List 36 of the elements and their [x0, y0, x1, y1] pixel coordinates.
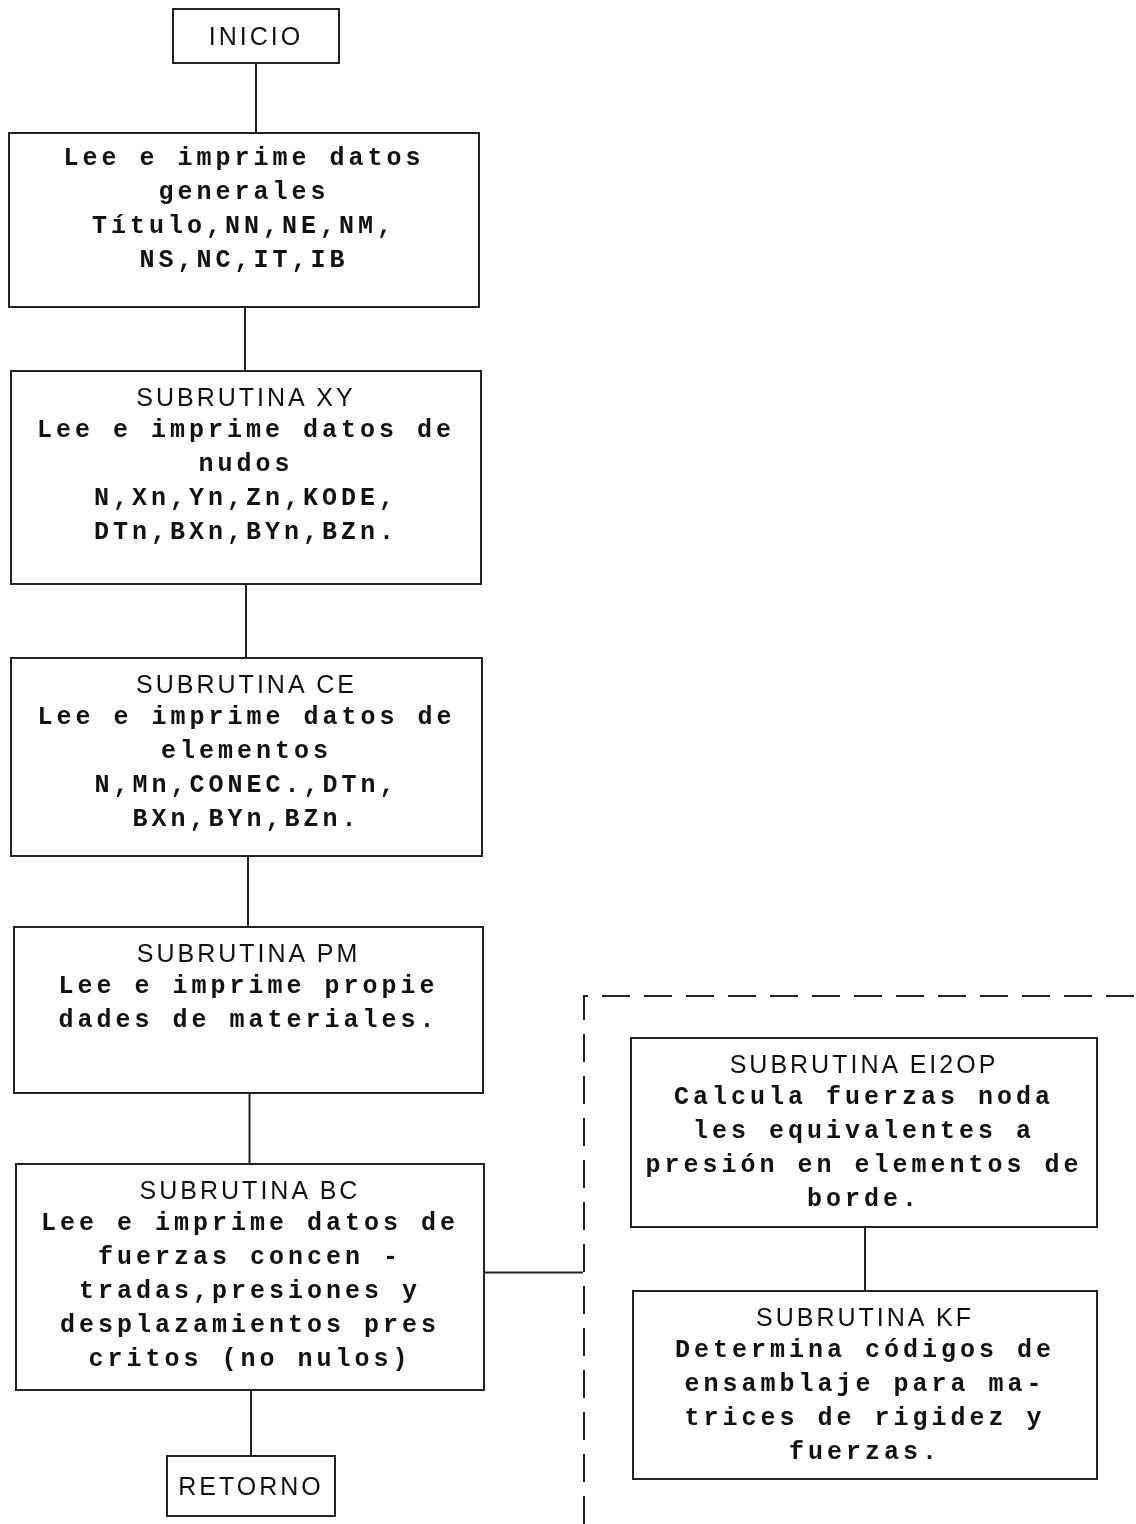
terminal-box — [172, 8, 340, 64]
connector-line — [484, 1271, 584, 1274]
terminal-label: RETORNO — [178, 1471, 324, 1502]
box-text: Lee e imprime datos de elementos — [36, 702, 457, 768]
connector-line — [248, 1093, 251, 1164]
process-box — [10, 657, 483, 857]
box-text: SUBRUTINA PM — [136, 938, 361, 969]
connector-line — [245, 584, 247, 658]
box-text: N,Xn,Yn,Zn,KODE, DTn,BXn,BYn,BZn. — [92, 483, 399, 549]
box-text: Lee e imprime propie dades de materiales. — [57, 971, 440, 1037]
box-text: SUBRUTINA XY — [136, 382, 356, 413]
process-box — [630, 1037, 1098, 1228]
connector-line — [244, 307, 246, 371]
box-text: Lee e imprime datos de fuerzas concen - tradas,presiones y desplazamientos pres critos (no nulos) — [39, 1208, 461, 1376]
process-box — [13, 926, 484, 1094]
connector-line — [864, 1227, 866, 1291]
box-text: N,Mn,CONEC.,DTn, BXn,BYn,BZn. — [93, 770, 400, 836]
box-text: Lee e imprime datos de nudos — [35, 415, 457, 481]
process-box — [10, 370, 482, 585]
box-text: Título,NN,NE,NM, NS,NC,IT,IB — [90, 211, 397, 277]
box-text: SUBRUTINA BC — [139, 1175, 361, 1206]
box-text: Determina códigos de ensamblaje para ma- trices de rigidez y fuerzas. — [673, 1335, 1057, 1469]
process-box — [15, 1163, 485, 1391]
box-text: SUBRUTINA CE — [136, 669, 357, 700]
connector-line — [250, 1390, 252, 1456]
box-text: Calcula fuerzas noda les equivalentes a presión en elementos de borde. — [644, 1082, 1084, 1216]
box-text: SUBRUTINA KF — [756, 1302, 974, 1333]
connector-line — [255, 63, 257, 133]
connector-line — [247, 856, 249, 927]
box-text: SUBRUTINA EI2OP — [729, 1049, 999, 1080]
terminal-label: INICIO — [208, 21, 304, 52]
terminal-box — [166, 1455, 336, 1517]
process-box — [8, 132, 480, 308]
process-box — [632, 1290, 1098, 1480]
dashed-group-frame — [583, 995, 1136, 1524]
box-text: Lee e imprime datos generales — [62, 143, 426, 209]
